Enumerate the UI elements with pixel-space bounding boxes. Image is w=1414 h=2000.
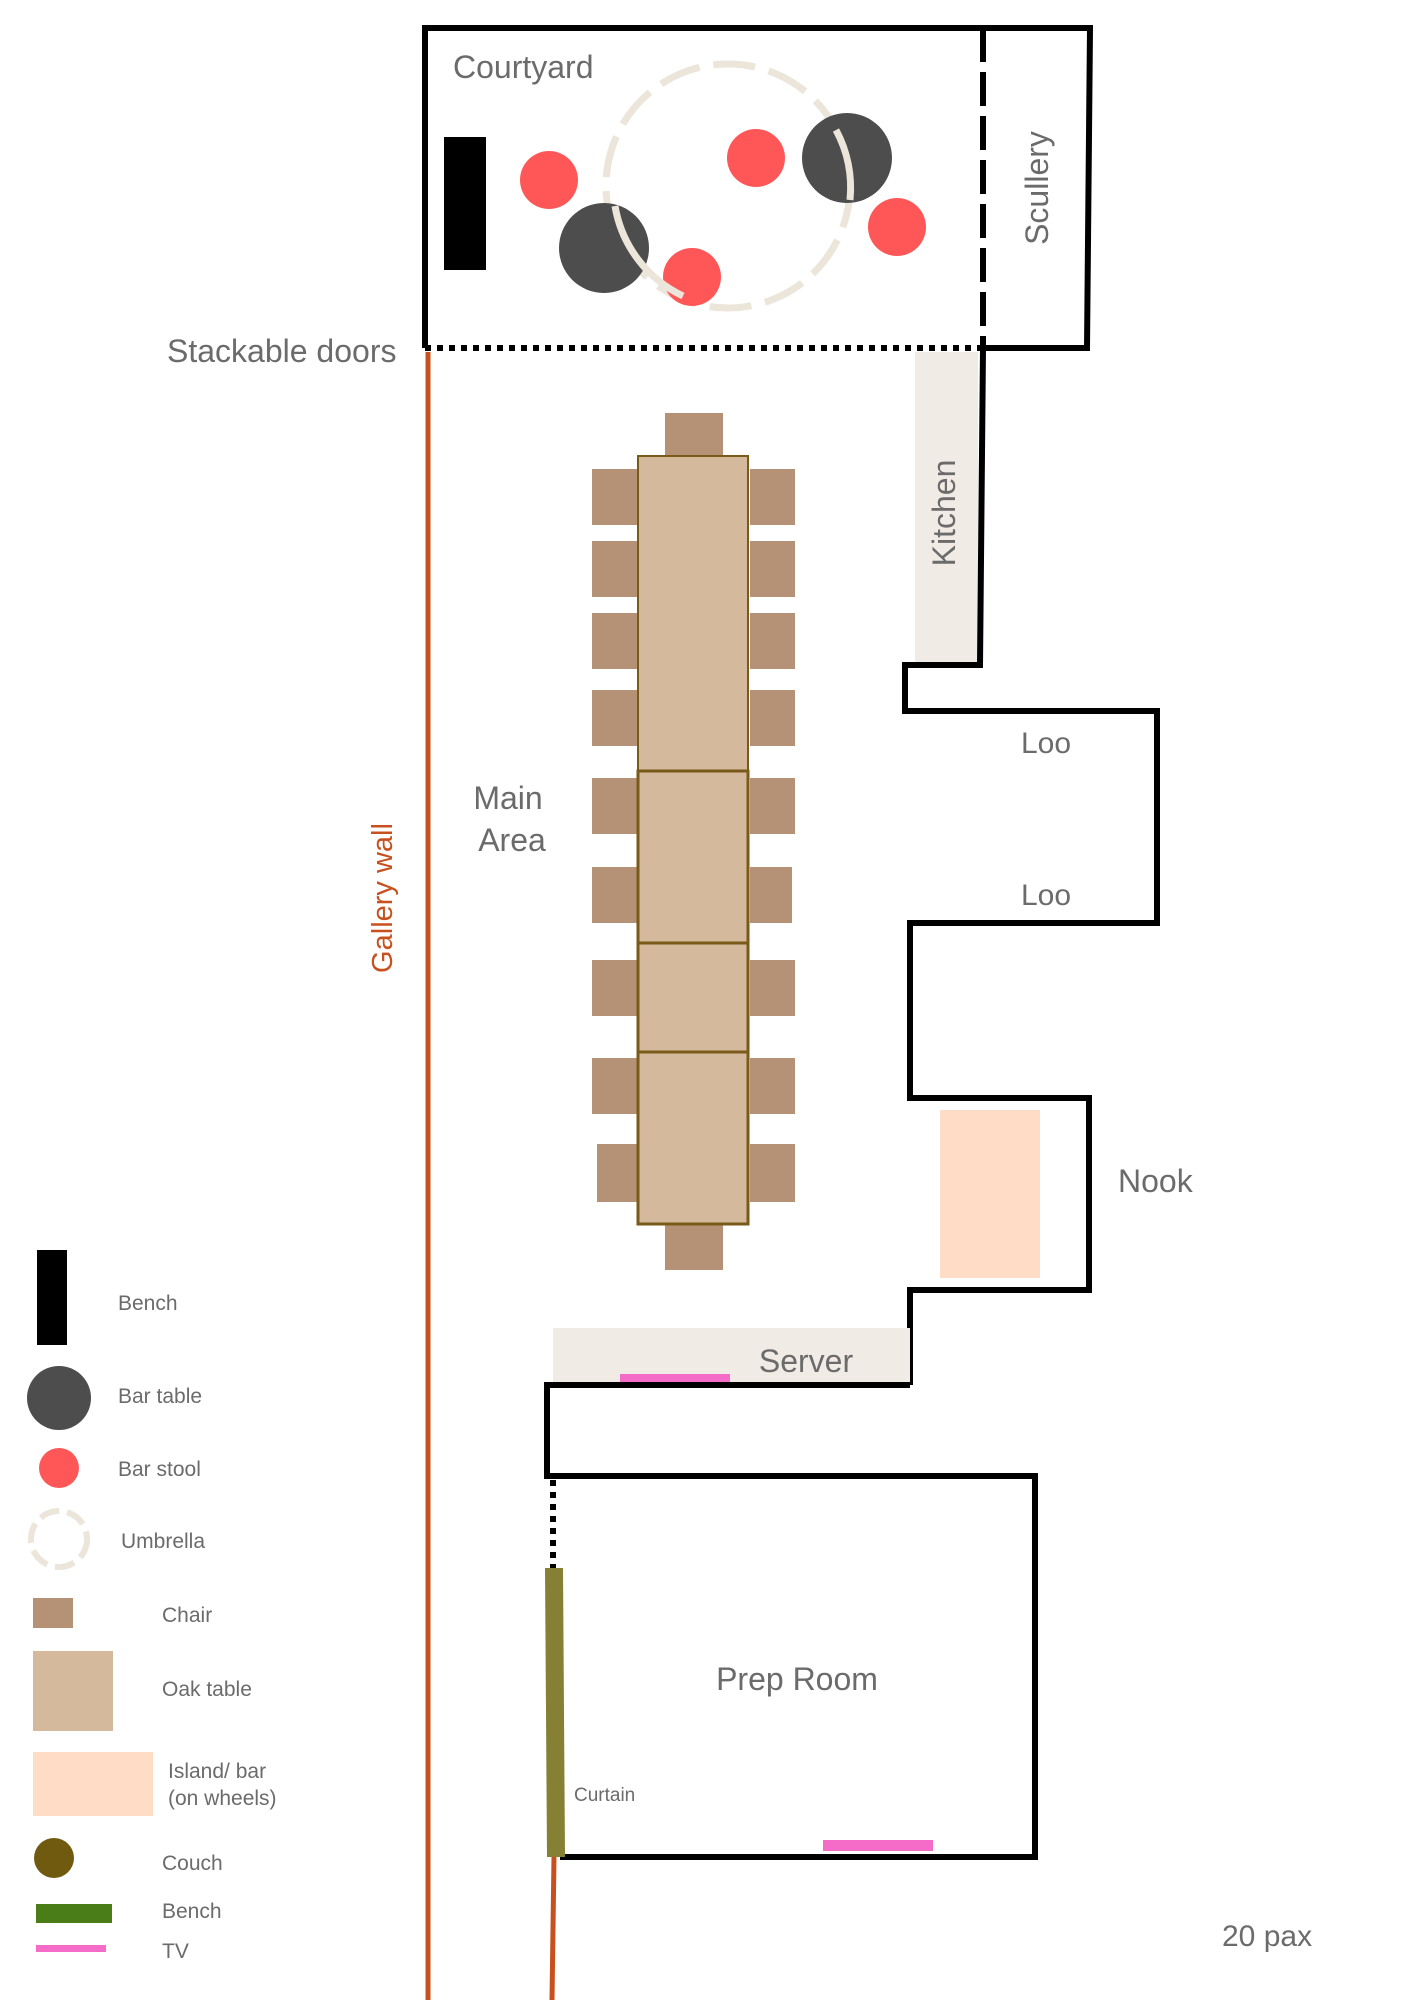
chair bbox=[592, 690, 637, 746]
chair bbox=[750, 613, 795, 669]
chair bbox=[750, 469, 795, 525]
gallery-wall-label: Gallery wall bbox=[367, 823, 399, 973]
legend-label-couch: Couch bbox=[162, 1852, 223, 1875]
oak-table bbox=[636, 1050, 750, 1226]
scullery-wall bbox=[983, 25, 1094, 351]
chair bbox=[592, 541, 637, 597]
chair bbox=[750, 1058, 795, 1114]
island-bar bbox=[940, 1110, 1040, 1278]
chair bbox=[750, 960, 795, 1016]
legend-label-bar-table: Bar table bbox=[118, 1385, 202, 1408]
legend-label-umbrella: Umbrella bbox=[121, 1530, 205, 1553]
chair bbox=[592, 613, 637, 669]
umbrella-overlap bbox=[832, 128, 855, 201]
chair bbox=[597, 1144, 642, 1202]
bar-stool bbox=[663, 248, 721, 306]
server-counter bbox=[553, 1328, 910, 1382]
bar-stool-icon bbox=[39, 1448, 79, 1488]
legend-label-chair: Chair bbox=[162, 1604, 212, 1627]
chair bbox=[750, 690, 795, 746]
prep-room-wall bbox=[544, 1382, 1038, 1860]
chair bbox=[665, 413, 723, 457]
courtyard-bench bbox=[444, 137, 486, 270]
right-wall bbox=[902, 347, 1160, 1385]
loo-1-label: Loo bbox=[1021, 727, 1071, 760]
stackable-doors-label: Stackable doors bbox=[167, 333, 396, 369]
gallery-wall-lower bbox=[549, 1856, 557, 2000]
main-area-label-line1: Main bbox=[473, 780, 542, 816]
oak-table bbox=[636, 941, 750, 1054]
loo-2-label: Loo bbox=[1021, 879, 1071, 912]
tv-prep-room bbox=[823, 1840, 933, 1851]
chair bbox=[592, 469, 637, 525]
prep-room-label: Prep Room bbox=[716, 1661, 878, 1697]
chair bbox=[592, 960, 637, 1016]
legend-label-tv: TV bbox=[162, 1940, 189, 1963]
legend-label-bench-green: Bench bbox=[162, 1900, 222, 1923]
legend: Bench Bar table Bar stool Umbrella Chair… bbox=[27, 1250, 277, 1963]
chair bbox=[665, 1225, 723, 1270]
umbrella-icon bbox=[28, 1508, 90, 1570]
chair bbox=[750, 778, 795, 834]
bar-stool bbox=[868, 198, 926, 256]
legend-label-bar-stool: Bar stool bbox=[118, 1458, 201, 1481]
nook-label: Nook bbox=[1118, 1163, 1194, 1199]
main-area-label-line2: Area bbox=[478, 822, 546, 858]
courtyard-area: Courtyard Scullery Stackable doors bbox=[167, 25, 1094, 369]
chair bbox=[592, 1058, 637, 1114]
chair-icon bbox=[33, 1598, 73, 1628]
oak-table bbox=[636, 769, 750, 945]
chair bbox=[750, 867, 792, 923]
couch-icon bbox=[34, 1838, 74, 1878]
kitchen-counter bbox=[915, 352, 978, 665]
oak-table bbox=[637, 455, 749, 772]
legend-label-oak-table: Oak table bbox=[162, 1678, 252, 1701]
oak-table-icon bbox=[33, 1651, 113, 1731]
tv-icon bbox=[36, 1945, 106, 1952]
bar-stool bbox=[727, 129, 785, 187]
chair bbox=[592, 867, 637, 923]
legend-label-island-line2: (on wheels) bbox=[168, 1787, 277, 1810]
server-label: Server bbox=[759, 1343, 854, 1379]
umbrella-overlap bbox=[611, 205, 685, 300]
legend-label-island-line1: Island/ bar bbox=[168, 1760, 266, 1783]
chair bbox=[750, 1144, 795, 1202]
scullery-label: Scullery bbox=[1019, 131, 1055, 245]
bar-table-icon bbox=[27, 1366, 91, 1430]
curtain-label: Curtain bbox=[574, 1785, 635, 1806]
bench-green-icon bbox=[36, 1904, 112, 1923]
kitchen-label: Kitchen bbox=[926, 460, 962, 567]
island-bar-icon bbox=[33, 1752, 153, 1816]
courtyard-wall bbox=[422, 25, 983, 348]
curtain bbox=[545, 1567, 565, 1858]
legend-label-bench: Bench bbox=[118, 1292, 178, 1315]
capacity-label: 20 pax bbox=[1222, 1920, 1312, 1953]
bar-table bbox=[559, 203, 649, 293]
courtyard-label: Courtyard bbox=[453, 49, 594, 85]
bench-black-icon bbox=[37, 1250, 67, 1345]
tv-server bbox=[620, 1374, 730, 1385]
chair bbox=[750, 541, 795, 597]
main-dining bbox=[592, 413, 795, 1270]
chair bbox=[592, 778, 637, 834]
bar-stool bbox=[520, 151, 578, 209]
